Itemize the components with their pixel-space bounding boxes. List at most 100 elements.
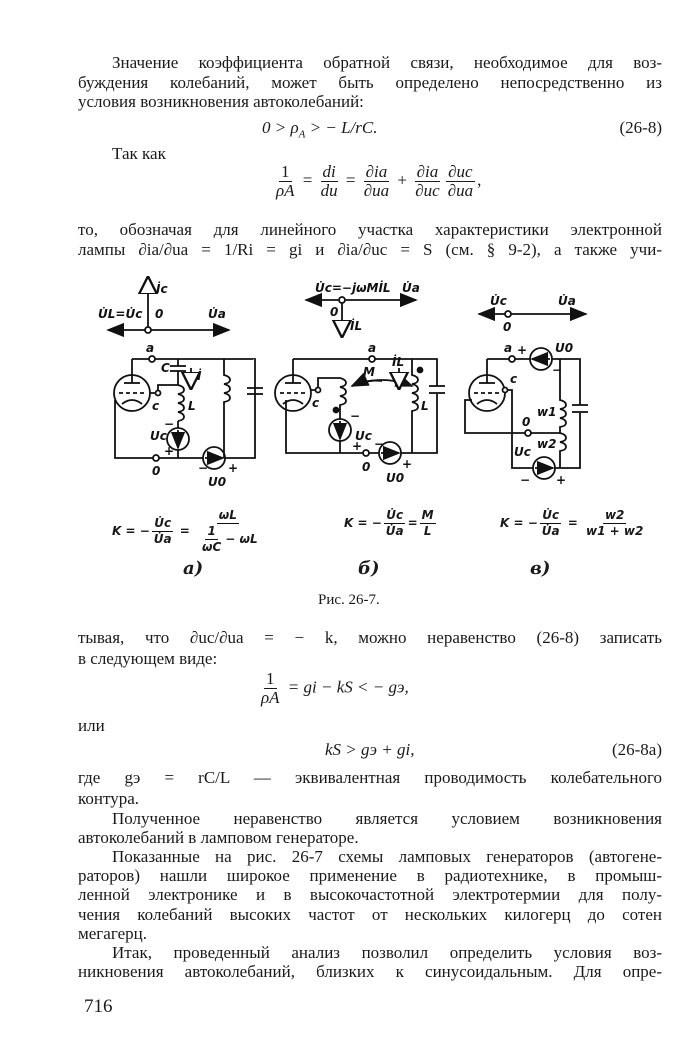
k-label: K = − xyxy=(344,516,382,530)
equation-number: (26-8) xyxy=(619,118,662,137)
den: ∂uc xyxy=(415,181,440,200)
label: + xyxy=(402,457,412,471)
num: U̇c xyxy=(152,516,174,532)
den: U̇a xyxy=(385,524,404,538)
text-line: Так как xyxy=(112,144,166,163)
label: − xyxy=(198,461,208,475)
fraction: ∂uc∂ua xyxy=(446,163,475,200)
label: w2 xyxy=(537,437,556,451)
den: ∂ua xyxy=(363,181,390,200)
label: + xyxy=(228,461,238,475)
eq-part: 0 > ρ xyxy=(262,118,299,137)
label: 0 xyxy=(362,460,370,474)
label: a xyxy=(504,341,512,355)
label: 0 xyxy=(330,305,338,319)
num: ∂ia xyxy=(414,162,441,182)
text-line: то, обозначая для линейного участка хара… xyxy=(78,220,662,239)
label: C xyxy=(161,361,170,375)
text-line: лампы ∂ia/∂ua = 1/Ri = gi и ∂ia/∂uc = S … xyxy=(78,240,662,259)
den: ρA xyxy=(276,181,295,200)
equation-number: (26-8а) xyxy=(611,740,662,759)
panel-label-a: а) xyxy=(183,558,204,579)
label: − xyxy=(552,363,562,377)
num: ωL xyxy=(216,508,239,524)
num: di xyxy=(320,162,338,182)
text-line: автоколебаний в ламповом генераторе. xyxy=(78,828,359,847)
text-line: где gэ = rC/L — эквивалентная проводимос… xyxy=(78,768,662,787)
label: + xyxy=(352,439,362,453)
label: + xyxy=(517,343,527,357)
equation-26-8a: kS > gэ + gi, xyxy=(325,740,415,759)
label: U̇c xyxy=(490,294,507,308)
comma: , xyxy=(477,170,482,190)
label: İL xyxy=(392,354,404,369)
eq-part: > − L/rC. xyxy=(305,118,378,137)
plus-sign: + xyxy=(397,170,407,190)
label: c xyxy=(510,372,517,386)
text-line: Полученное неравенство является условием… xyxy=(112,809,662,828)
num: U̇c xyxy=(540,508,562,524)
den: U̇a xyxy=(153,532,172,546)
label: − xyxy=(350,409,360,423)
num: M xyxy=(419,508,436,524)
label: w1 xyxy=(537,405,556,419)
label: − xyxy=(374,437,384,451)
label: − xyxy=(164,417,174,431)
circuit-a: U̇L=U̇c 0 U̇a İc a C c İ L Uc − + 0 − + … xyxy=(98,278,263,489)
text-line: буждения колебаний, может быть определен… xyxy=(78,73,662,92)
label: + xyxy=(556,473,566,487)
den: ∂ua xyxy=(447,181,474,200)
num: ∂ia xyxy=(363,162,390,182)
label: Uc xyxy=(355,429,372,443)
label: U0 xyxy=(555,341,573,355)
label: U̇c=−jωMİL xyxy=(315,280,391,295)
den: U̇a xyxy=(541,524,560,538)
eq-sign: = xyxy=(179,524,190,538)
den: ωC xyxy=(202,540,222,554)
num: 1 xyxy=(264,669,277,689)
label: a xyxy=(146,341,154,355)
label: U̇a xyxy=(558,294,576,308)
label: U̇a xyxy=(208,307,226,321)
label: U̇a xyxy=(402,281,420,295)
text-line: ленной электронике и в высокочастотной э… xyxy=(78,885,662,904)
eq-sign: = xyxy=(407,516,418,530)
text-line: контура. xyxy=(78,789,139,808)
num: ∂uc xyxy=(446,162,475,182)
label: 0 xyxy=(503,320,511,334)
label: 0 xyxy=(152,464,160,478)
label: 0 xyxy=(522,415,530,429)
text-line: никновения автоколебаний, близких к сину… xyxy=(78,962,662,981)
num: 1 xyxy=(279,162,292,182)
label: U0 xyxy=(208,475,226,489)
label: L xyxy=(421,399,429,413)
label: c xyxy=(152,399,159,413)
figure-caption: Рис. 26-7. xyxy=(318,592,380,608)
circuit-c: U̇c U̇a 0 c a + U0 − w1 w2 0 Uc − + xyxy=(464,294,588,487)
text-line: Значение коэффициента обратной связи, не… xyxy=(112,53,662,72)
k-label: K = − xyxy=(500,516,538,530)
equation-26-8: 0 > ρA > − L/rC. xyxy=(262,118,377,144)
label: Uc xyxy=(514,445,531,459)
text-line: условия возникновения автоколебаний: xyxy=(78,92,364,111)
num: 1 xyxy=(205,524,218,540)
eq-sign: = xyxy=(567,516,578,530)
k-label: K = − xyxy=(112,524,150,538)
figure-26-7: U̇L=U̇c 0 U̇a İc a C c İ L Uc − + 0 − + … xyxy=(98,260,588,489)
label: U0 xyxy=(386,471,404,485)
den: ρA xyxy=(261,688,280,707)
label: M xyxy=(363,365,375,379)
